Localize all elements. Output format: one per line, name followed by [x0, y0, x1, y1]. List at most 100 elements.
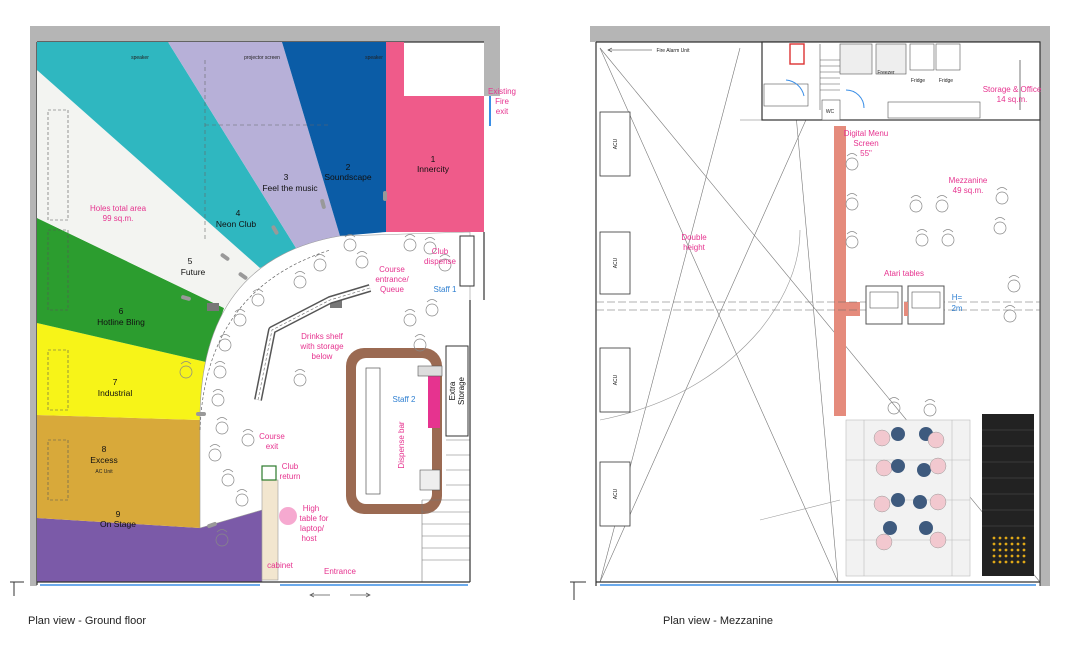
- hole-7-name: Industrial: [98, 388, 133, 398]
- course-exit-label-1: Course: [259, 432, 285, 441]
- hole-2-number: 2: [346, 162, 351, 172]
- freezer-label: Freezer: [877, 70, 895, 76]
- atari-tables-label: Atari tables: [884, 269, 924, 278]
- extra-storage: [445, 345, 469, 437]
- speaker-label-2: speaker: [365, 55, 383, 61]
- club-dispense-label-1: Club: [432, 247, 449, 256]
- fire-alarm-label: Fire Alarm Unit: [656, 48, 690, 54]
- hole-6-number: 6: [119, 306, 124, 316]
- acu-box-1: [599, 111, 631, 177]
- hole-4-name: Neon Club: [216, 219, 256, 229]
- drinks-shelf-label-1: Drinks shelf: [301, 332, 344, 341]
- booth-seating-area: [845, 419, 971, 577]
- hole-6-hotline-bling-zone: [37, 218, 224, 362]
- hole-7-industrial-zone: [37, 323, 206, 420]
- ground-floor-plan: 1 Innercity 2 Soundscape 3 Feel the musi…: [10, 26, 516, 598]
- speaker-label: speaker: [131, 55, 149, 61]
- ac-unit-label: AC Unit: [95, 469, 113, 475]
- mezzanine-seating: [845, 153, 1021, 417]
- dispense-bar-label: Dispense bar: [397, 421, 406, 468]
- holes-area-label: Holes total area: [90, 204, 147, 213]
- hole-9-name: On Stage: [100, 519, 136, 529]
- mezzanine-area-label-2: 49 sq.m.: [953, 186, 984, 195]
- hole-1-innercity-zone: [386, 42, 484, 232]
- top-wall: [30, 26, 500, 42]
- hole-4-neon-club-zone: [37, 42, 296, 268]
- high-table-label-2: table for: [300, 514, 329, 523]
- acu-box-4: [599, 461, 631, 527]
- fridge-label-1: Fridge: [911, 78, 925, 84]
- hole-2-soundscape-zone: [282, 42, 386, 236]
- digital-menu-label-2: Screen: [853, 139, 878, 148]
- acu-box-2: [599, 231, 631, 295]
- course-entrance-label-3: Queue: [380, 285, 405, 294]
- hole-8-name: Excess: [90, 455, 117, 465]
- double-height-label-2: height: [683, 243, 706, 252]
- course-entrance-label-2: entrance/: [375, 275, 409, 284]
- club-dispense-label-2: dispense: [424, 257, 457, 266]
- hole-4-number: 4: [236, 208, 241, 218]
- staff-2-label: Staff 2: [393, 395, 417, 404]
- club-dispense-unit: [459, 235, 475, 287]
- hole-1-name: Innercity: [417, 164, 450, 174]
- holes-area-value: 99 sq.m.: [103, 214, 134, 223]
- exit-label: exit: [496, 107, 509, 116]
- digital-menu-label-1: Digital Menu: [844, 129, 888, 138]
- tactile-paving: [992, 536, 1026, 564]
- entrance-label: Entrance: [324, 567, 357, 576]
- acu-label-1: ACU: [613, 138, 619, 149]
- storage-office-label-1: Storage & Office: [983, 85, 1042, 94]
- mezzanine-caption: Plan view - Mezzanine: [663, 615, 774, 627]
- hole-5-number: 5: [188, 256, 193, 266]
- acu-label-4: ACU: [613, 488, 619, 499]
- course-entrance-label-1: Course: [379, 265, 405, 274]
- drinks-shelf-label-2: with storage: [299, 342, 344, 351]
- staff-1-label: Staff 1: [434, 285, 458, 294]
- high-table-label-3: laptop/: [300, 524, 325, 533]
- acu-box-3: [599, 347, 631, 413]
- storage-office-label-2: 14 sq.m.: [997, 95, 1028, 104]
- high-table-label-4: host: [301, 534, 317, 543]
- brick-wall: [834, 126, 846, 416]
- club-return-label-2: return: [280, 472, 301, 481]
- mezzanine-area-label-1: Mezzanine: [949, 176, 988, 185]
- wc-label: WC: [826, 109, 835, 115]
- course-exit-label-2: exit: [266, 442, 279, 451]
- left-wall: [30, 26, 37, 586]
- extra-storage-label-1: Extra: [448, 381, 457, 400]
- drinks-shelf-label-3: below: [312, 352, 333, 361]
- hole-9-number: 9: [116, 509, 121, 519]
- high-table: [279, 507, 297, 525]
- height-label-2: 2m: [951, 304, 962, 313]
- high-table-label-1: High: [303, 504, 319, 513]
- acu-label-2: ACU: [613, 257, 619, 268]
- hole-3-name: Feel the music: [262, 183, 318, 193]
- hole-3-feel-the-music-zone: [168, 42, 340, 248]
- club-return-label-1: Club: [282, 462, 299, 471]
- hole-2-name: Soundscape: [324, 172, 372, 182]
- hole-8-number: 8: [102, 444, 107, 454]
- double-height-label-1: Double: [681, 233, 707, 242]
- digital-menu-label-3: 55": [860, 149, 872, 158]
- right-wall-upper: [484, 26, 500, 96]
- hole-7-number: 7: [113, 377, 118, 387]
- hole-8-excess-zone: [37, 415, 200, 528]
- extra-storage-label-2: Storage: [457, 376, 466, 405]
- hole-5-future-zone: [37, 70, 260, 308]
- fire-label: Fire: [495, 97, 509, 106]
- hole-9-on-stage-zone: [37, 510, 262, 582]
- hole-5-name: Future: [181, 267, 206, 277]
- height-label-1: H=: [952, 293, 963, 302]
- hole-6-name: Hotline Bling: [97, 317, 145, 327]
- fridge-label-2: Fridge: [939, 78, 953, 84]
- acu-label-3: ACU: [613, 374, 619, 385]
- hole-1-number: 1: [431, 154, 436, 164]
- booth-tables: [873, 427, 947, 551]
- projector-screen-label: projector screen: [244, 55, 280, 61]
- hole-3-number: 3: [284, 172, 289, 182]
- ground-floor-caption: Plan view - Ground floor: [28, 615, 146, 627]
- mezzanine-plan: Fire Alarm Unit Freezer Fridge Fridge WC…: [570, 26, 1050, 600]
- cabinet-label: cabinet: [267, 561, 294, 570]
- existing-fire-exit-label: Existing: [488, 87, 516, 96]
